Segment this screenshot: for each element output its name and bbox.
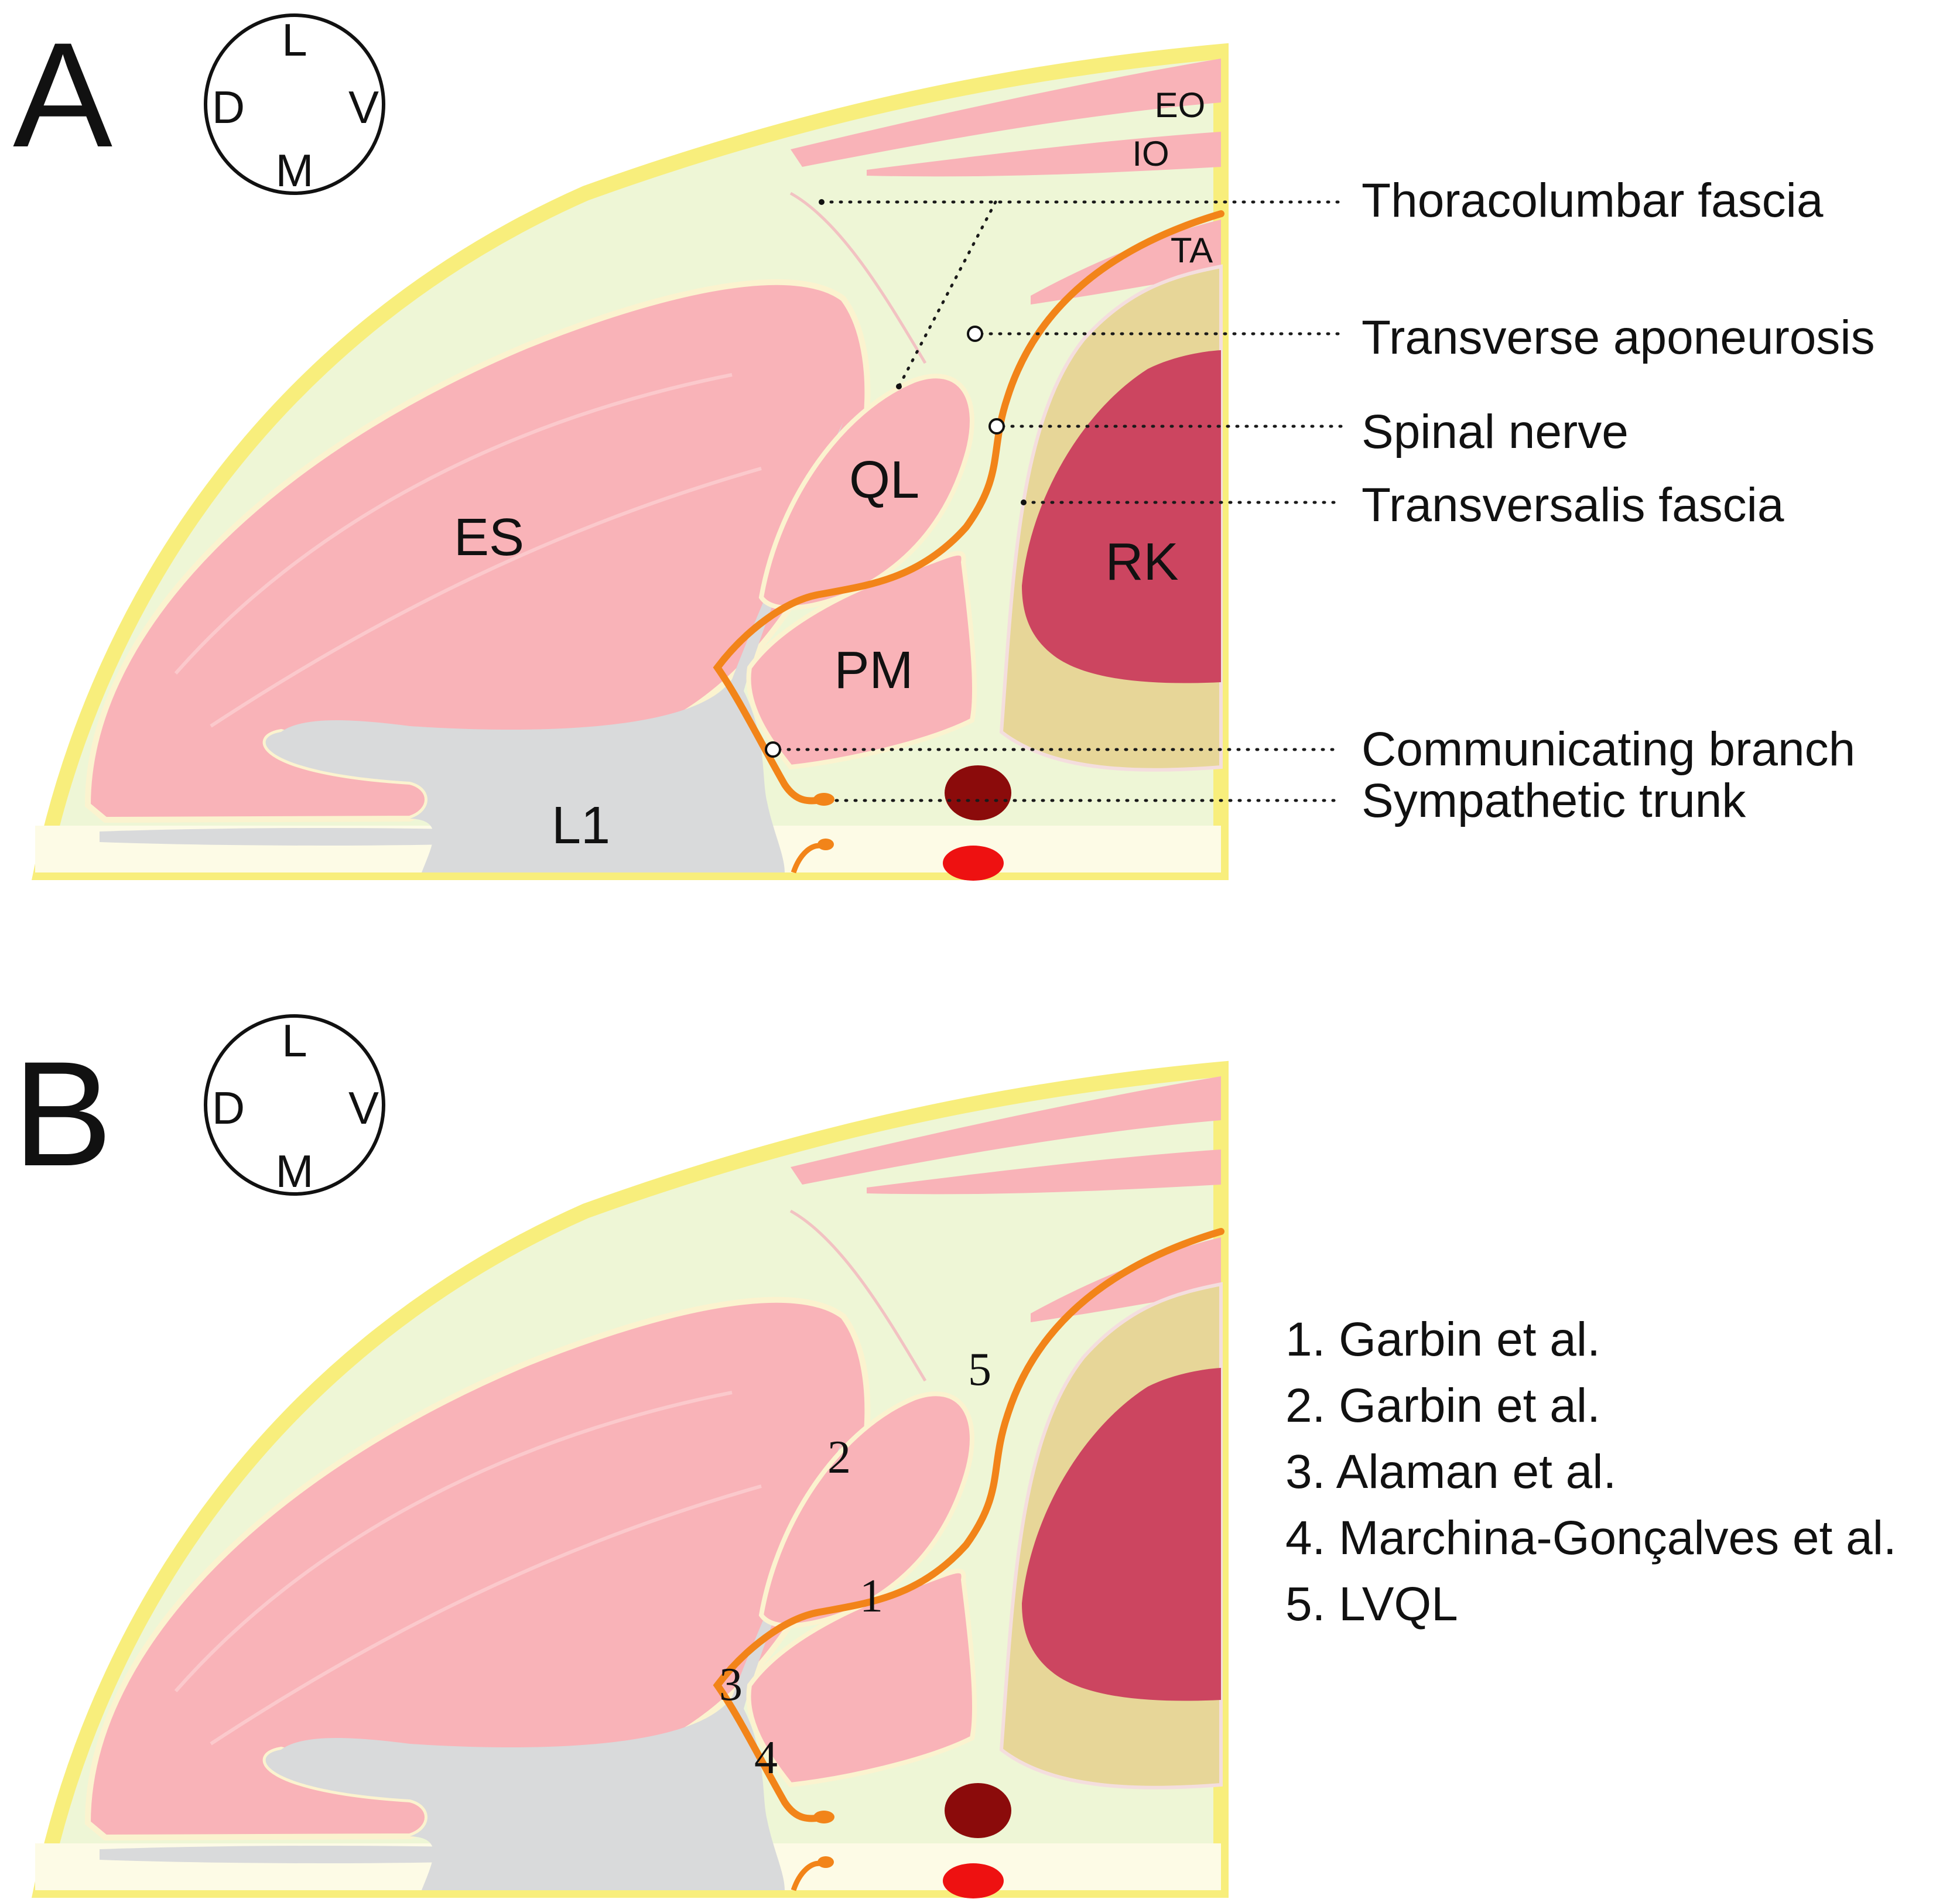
callout-thoracolumbar-fascia: Thoracolumbar fascia: [1362, 174, 1824, 227]
orientation-compass-b: L D V M: [204, 1014, 385, 1197]
marker-4: 4: [754, 1732, 778, 1784]
panel-b-letter: B: [13, 1031, 112, 1197]
compass-b-top: L: [282, 1015, 307, 1066]
orientation-compass-a: L D V M: [204, 13, 385, 196]
callout-labels: Thoracolumbar fascia Transverse aponeuro…: [1362, 174, 1875, 827]
callout-transversalis-fascia: Transversalis fascia: [1362, 478, 1784, 532]
legend-item-3: 3. Alaman et al.: [1285, 1445, 1616, 1498]
callout-sympathetic-trunk: Sympathetic trunk: [1362, 774, 1746, 827]
compass-a-bottom: M: [276, 145, 314, 196]
label-rk: RK: [1105, 533, 1178, 591]
legend-item-1: 1. Garbin et al.: [1285, 1313, 1600, 1366]
marker-2: 2: [827, 1432, 851, 1483]
cross-section-a: [35, 52, 1221, 881]
label-l1: L1: [552, 796, 610, 855]
label-eo: EO: [1155, 85, 1206, 125]
legend-item-4: 4. Marchina-Gonçalves et al.: [1285, 1511, 1897, 1565]
label-pm: PM: [834, 641, 914, 700]
marker-5: 5: [968, 1344, 991, 1395]
leader-lines: [765, 199, 1343, 802]
panel-b: B L D V M 1 2 3 4 5 1. Garbin et al. 2. …: [13, 1014, 1897, 1898]
compass-a-left: D: [212, 81, 245, 133]
legend-item-2: 2. Garbin et al.: [1285, 1379, 1600, 1432]
cross-section-b: [35, 1069, 1221, 1898]
label-es: ES: [454, 508, 524, 567]
panel-a-letter: A: [13, 12, 112, 179]
legend-item-5: 5. LVQL: [1285, 1578, 1458, 1631]
legend: 1. Garbin et al. 2. Garbin et al. 3. Ala…: [1285, 1313, 1897, 1631]
compass-a-right: V: [348, 81, 379, 133]
compass-b-right: V: [348, 1082, 379, 1134]
label-ql: QL: [849, 451, 919, 509]
injection-markers: 1 2 3 4 5: [719, 1344, 991, 1784]
label-io: IO: [1132, 134, 1169, 173]
callout-transverse-aponeurosis: Transverse aponeurosis: [1362, 311, 1875, 364]
compass-b-left: D: [212, 1082, 245, 1134]
label-ta: TA: [1171, 231, 1213, 270]
callout-communicating-branch: Communicating branch: [1362, 723, 1855, 776]
marker-3: 3: [719, 1659, 743, 1710]
panel-a: A L D V M ES QL PM RK L1 EO IO TA: [13, 12, 1875, 881]
marker-1: 1: [860, 1570, 883, 1622]
compass-a-top: L: [282, 14, 307, 66]
callout-spinal-nerve: Spinal nerve: [1362, 405, 1629, 459]
compass-b-bottom: M: [276, 1145, 314, 1197]
